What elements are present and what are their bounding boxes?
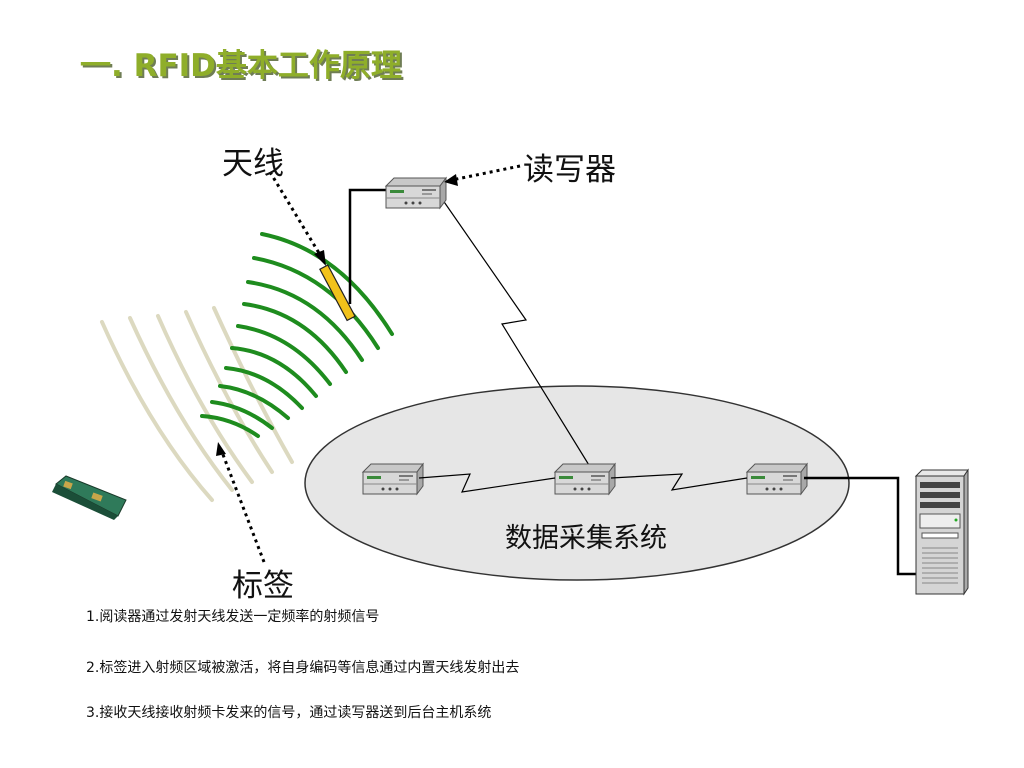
node-link-right	[610, 473, 748, 491]
antenna-label: 天线	[222, 146, 284, 182]
arrow-heads	[216, 174, 458, 456]
rfid-tag-card-icon	[52, 475, 127, 520]
antenna-cable	[348, 188, 386, 304]
reader-device-icon	[385, 177, 447, 209]
network-node-right-icon	[746, 463, 808, 495]
reader-network-link	[439, 195, 593, 471]
node-link-left	[418, 473, 556, 493]
tag-backscatter-waves	[100, 306, 294, 502]
reader-label: 读写器	[523, 152, 616, 188]
data-system-label: 数据采集系统	[505, 523, 667, 554]
server-tower-icon	[914, 468, 969, 596]
note-step-1: 1.阅读器通过发射天线发送一定频率的射频信号	[86, 609, 380, 625]
note-step-3: 3.接收天线接收射频卡发来的信号，通过读写器送到后台主机系统	[86, 705, 492, 721]
pointer-arrows	[220, 164, 521, 563]
tag-label: 标签	[232, 568, 294, 604]
reader-field-waves	[200, 232, 394, 438]
note-step-2: 2.标签进入射频区域被激活，将自身编码等信息通过内置天线发射出去	[86, 660, 520, 676]
server-cable	[804, 476, 918, 576]
network-node-center-icon	[554, 463, 616, 495]
network-node-left-icon	[362, 463, 424, 495]
antenna-icon	[319, 264, 356, 322]
slide-title: 一. RFID基本工作原理	[80, 48, 402, 84]
